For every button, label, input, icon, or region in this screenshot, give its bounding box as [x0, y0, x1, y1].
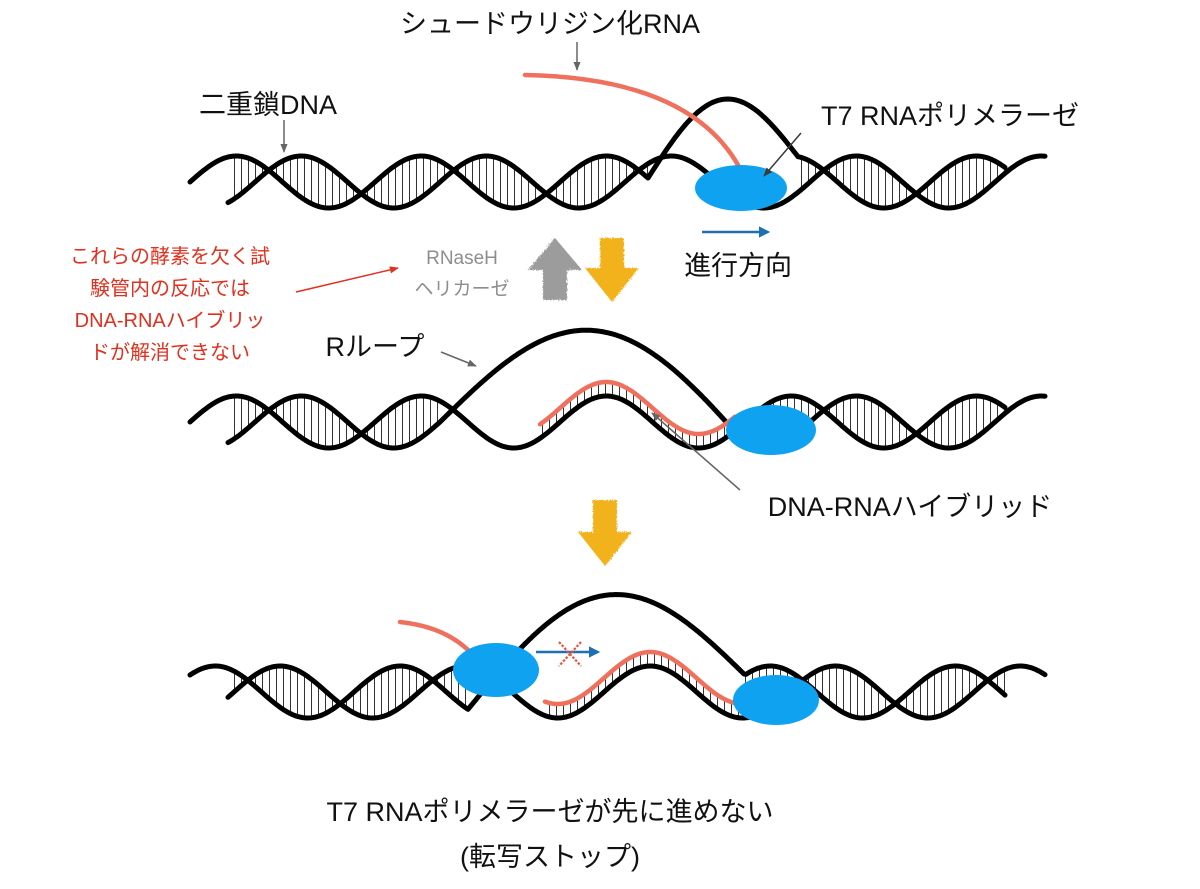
stop-x-icon [558, 641, 582, 667]
row3-transcription-stop [187, 592, 1048, 725]
note-line: これらの酵素を欠く試 [70, 245, 270, 268]
row2-hybrid-rna [537, 379, 738, 437]
step-down-arrow-icon [585, 238, 639, 302]
helicase-label: ヘリカーゼ [414, 278, 509, 300]
row3-dna-strand-b [225, 663, 1048, 721]
resolve-up-arrow-icon [528, 238, 582, 300]
row3-hybrid-rna [542, 649, 743, 707]
step-down-arrow-icon [578, 500, 632, 566]
r-loop-label: Rループ [326, 332, 425, 362]
row1-t7-polymerase [695, 165, 787, 211]
row3-new-rna [397, 619, 475, 657]
conclusion-title: T7 RNAポリメラーゼが先に進めない [326, 797, 773, 827]
row2-dna-strand-a [187, 393, 1008, 451]
note-line: DNA-RNAハイブリッ [75, 308, 266, 332]
t7-polymerase-leader-arrow [763, 132, 802, 177]
hybrid-label: DNA-RNAハイブリッド [768, 492, 1052, 522]
note-line: ドが解消できない [90, 341, 250, 364]
row3-t7-polymerase-stalled [733, 675, 819, 725]
rnaseh-label: RNaseH [426, 248, 498, 269]
row1-transcription [187, 72, 1048, 211]
row2-t7-polymerase [726, 405, 816, 455]
row2-dna-strand-b-loop [225, 327, 1048, 451]
row3-hybrid-rungs [545, 652, 740, 718]
pseudouridine-rna-label: シュードウリジン化RNA [400, 9, 700, 39]
row3-base-pair-rungs [228, 666, 1005, 718]
t7-polymerase-label: T7 RNAポリメラーゼ [821, 101, 1079, 131]
row3-t7-polymerase-trailing [453, 643, 539, 697]
note-arrow [295, 266, 399, 293]
r-loop-leader-arrow [440, 351, 477, 367]
dsdna-label: 二重鎖DNA [199, 90, 337, 120]
hybrid-leader-arrow [651, 412, 741, 491]
row3-dna-strand-a-loop [187, 592, 1008, 721]
conclusion-subtitle: (転写ストップ) [460, 842, 640, 872]
row1-pseudouridine-rna [522, 72, 741, 168]
note-line: 験管内の反応では [90, 277, 250, 300]
row1-dna-strand-b [225, 153, 1048, 211]
direction-label: 進行方向 [684, 251, 792, 281]
row2-r-loop [187, 327, 1048, 455]
row1-dna-strand-a [187, 96, 1008, 211]
missing-enzyme-note: これらの酵素を欠く試 験管内の反応では DNA-RNAハイブリッ ドが解消できな… [70, 245, 270, 364]
